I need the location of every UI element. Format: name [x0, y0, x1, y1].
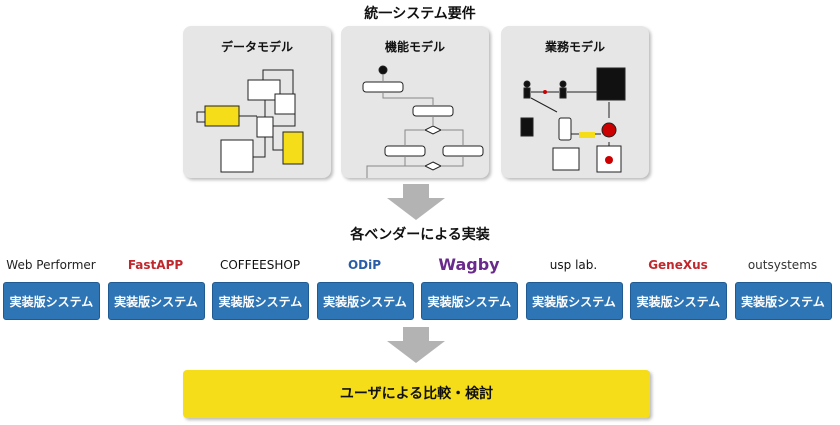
vendor-logo: Wagby	[438, 255, 500, 274]
implementation-system-button[interactable]: 実装版システム	[212, 282, 309, 320]
function-model-panel: 機能モデル	[341, 26, 489, 178]
data-model-panel: データモデル	[183, 26, 331, 178]
user-comparison-box: ユーザによる比較・検討	[183, 370, 650, 418]
panel-title: データモデル	[220, 40, 293, 54]
activity-diagram-icon	[362, 65, 484, 178]
implementation-system-button[interactable]: 実装版システム	[630, 282, 727, 320]
vendor-logo: Web Performer	[6, 258, 96, 272]
panel-title: 業務モデル	[544, 40, 605, 54]
down-arrow-icon	[387, 184, 445, 220]
page-title: 統一システム要件	[364, 6, 476, 22]
implementation-system-button[interactable]: 実装版システム	[3, 282, 100, 320]
business-diagram-icon	[520, 67, 626, 173]
implementation-system-button[interactable]: 実装版システム	[734, 282, 832, 320]
vendor-logo: usp lab.	[549, 258, 598, 272]
implementation-system-button[interactable]: 実装版システム	[107, 282, 205, 320]
vendor-logo: GeneXus	[648, 258, 708, 272]
vendor-logo: outsystems	[747, 258, 818, 272]
implementation-system-button[interactable]: 実装版システム	[525, 282, 623, 320]
vendor-logo: FastAPP	[127, 258, 184, 272]
panel-title: 機能モデル	[384, 40, 445, 54]
vendor-logo: COFFEESHOP	[219, 258, 301, 272]
business-model-panel: 業務モデル	[501, 26, 649, 178]
vendors-heading: 各ベンダーによる実装	[350, 227, 490, 243]
implementation-system-button[interactable]: 実装版システム	[316, 282, 414, 320]
er-diagram-icon	[196, 69, 304, 173]
implementation-system-button[interactable]: 実装版システム	[421, 282, 518, 320]
down-arrow-icon	[387, 327, 445, 363]
vendor-logo: ODiP	[347, 258, 382, 272]
